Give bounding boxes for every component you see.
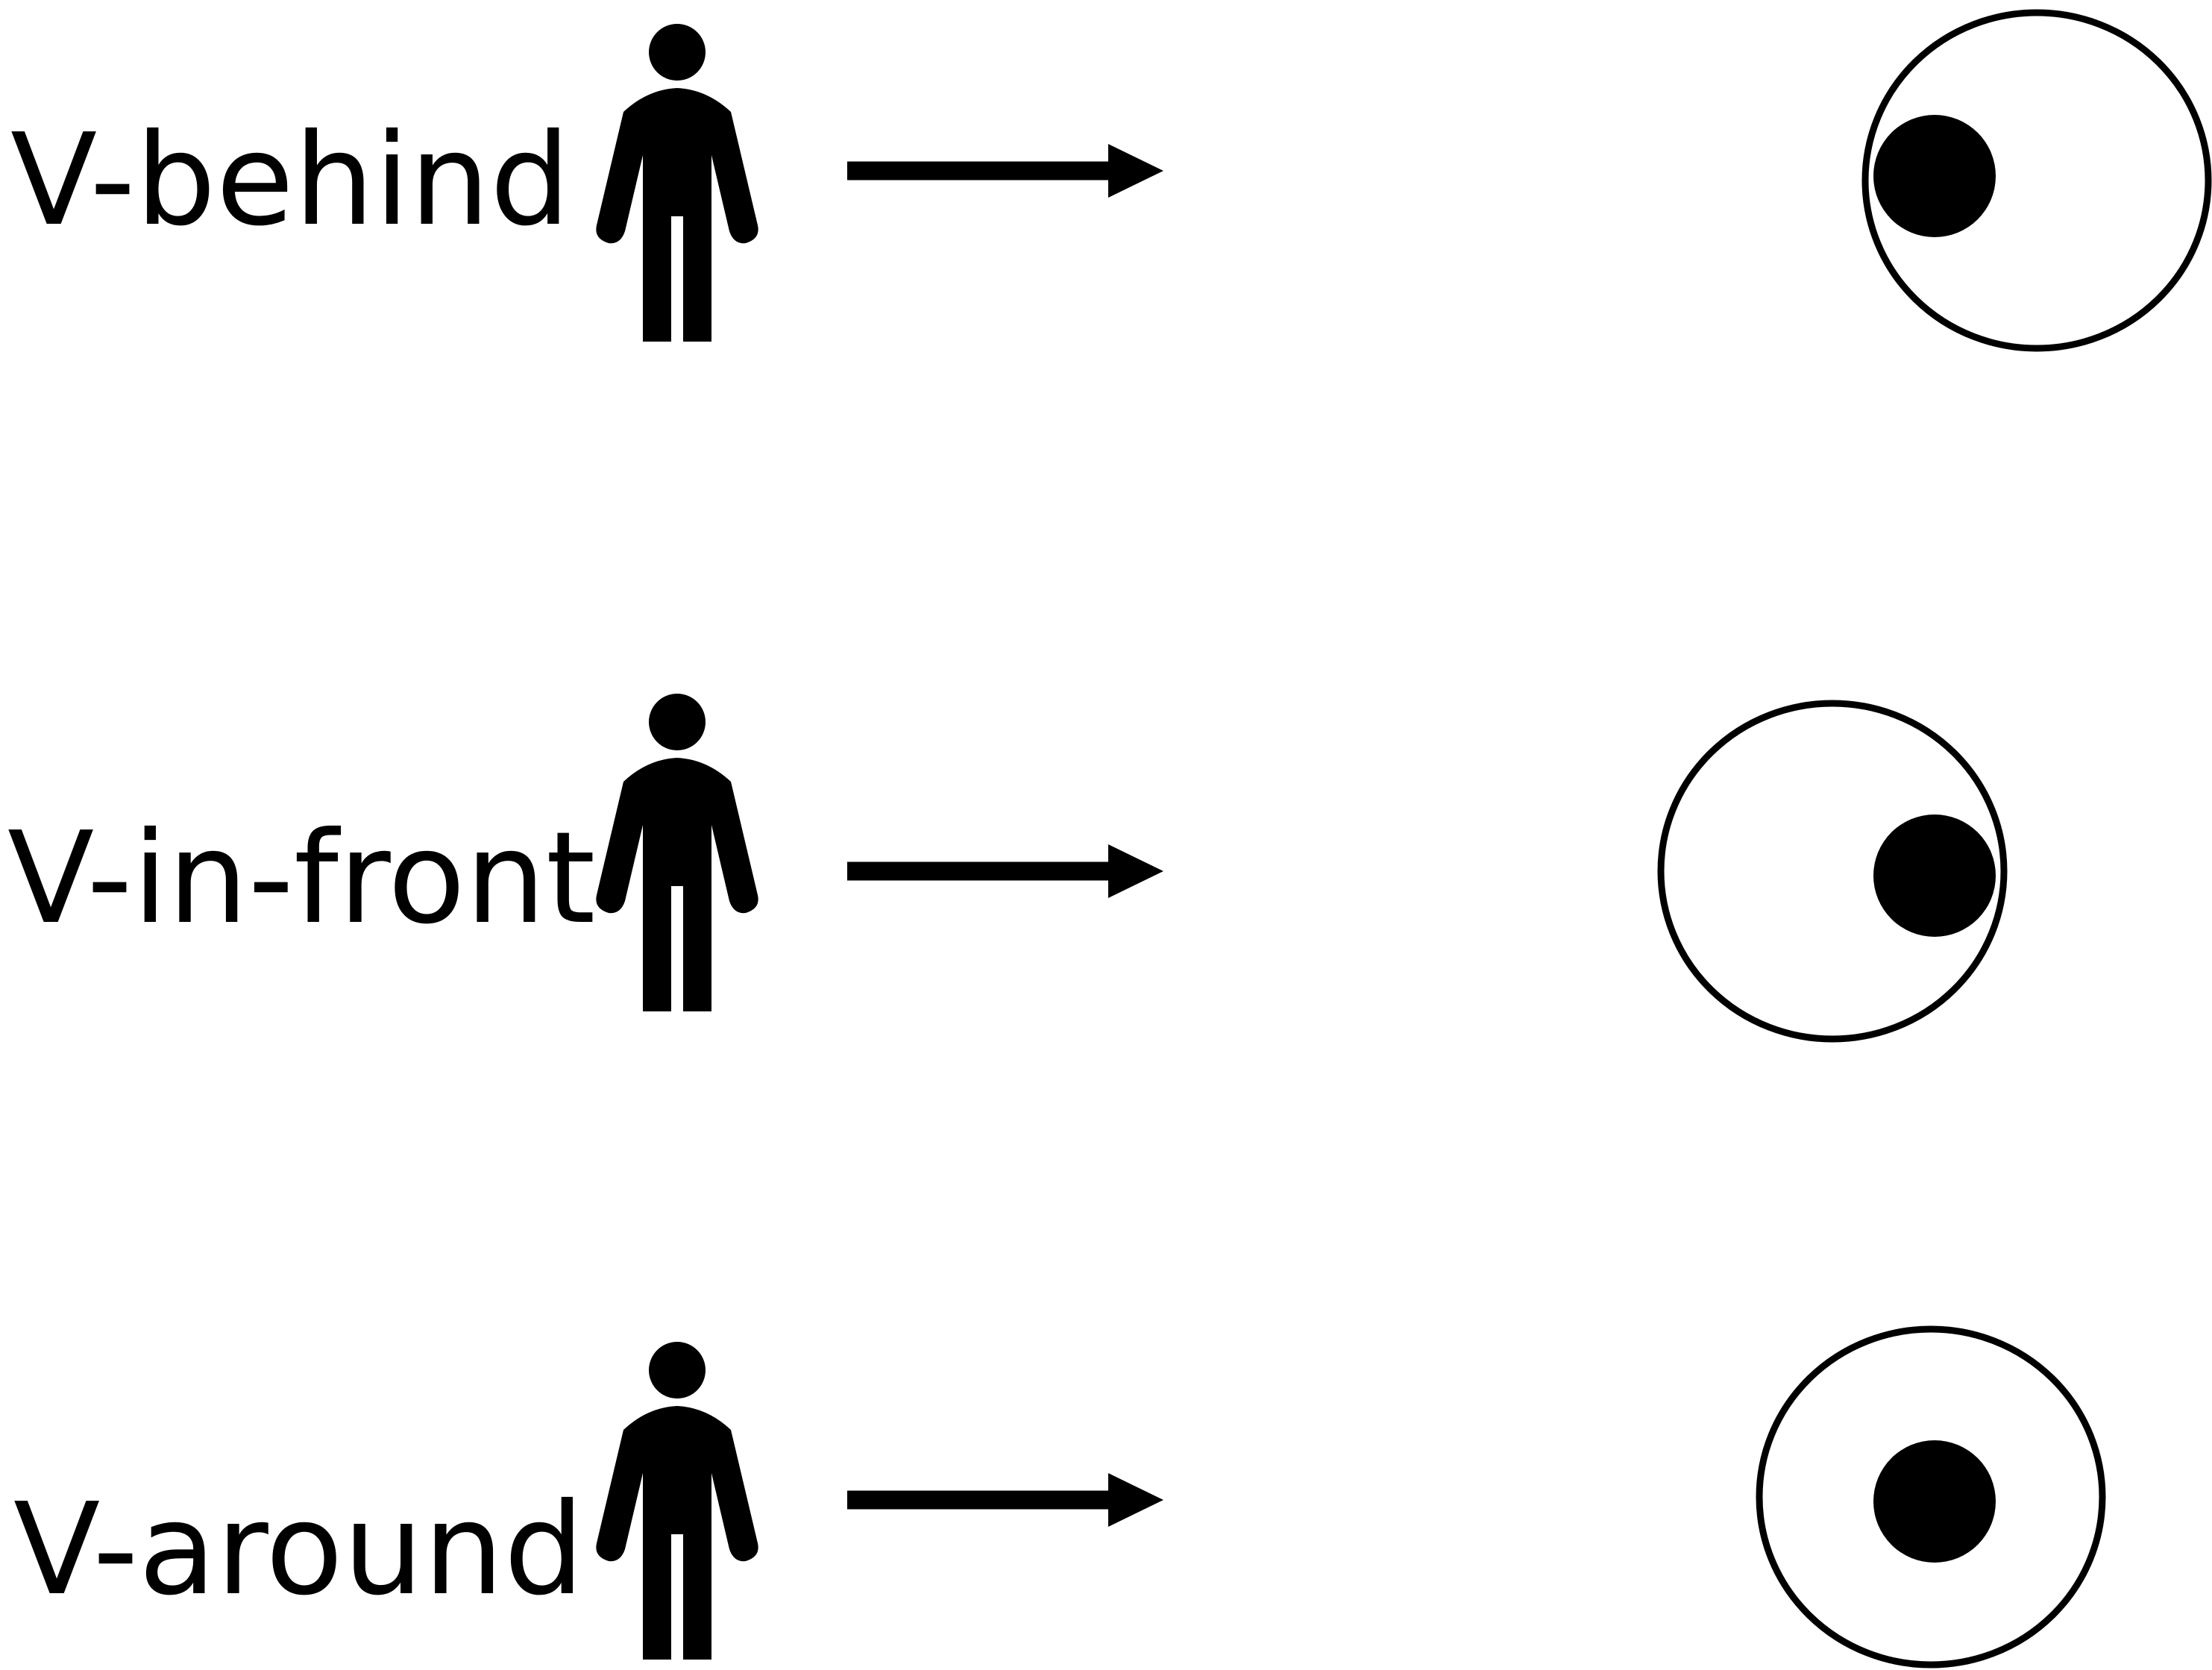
row-v-in-front: V-in-front (7, 694, 2008, 1043)
row-label-v-around: V-around (13, 1476, 584, 1624)
row-label-v-in-front: V-in-front (7, 805, 595, 952)
outer-circle (1756, 1325, 2106, 1669)
row-v-around: V-around (13, 1325, 2106, 1669)
inner-dot (1873, 115, 1996, 237)
person-icon (596, 1342, 758, 1660)
person-icon (596, 24, 758, 342)
circle-with-dot-icon (1756, 1325, 2106, 1669)
row-label-v-behind: V-behind (10, 107, 571, 254)
outer-circle (1657, 700, 2008, 1043)
arrow-right-icon (847, 144, 1163, 198)
inner-dot (1873, 814, 1996, 937)
arrow-right-icon (847, 1473, 1163, 1527)
inner-dot (1873, 1440, 1996, 1563)
row-v-behind: V-behind (10, 9, 2212, 352)
outer-circle (1861, 9, 2212, 352)
person-icon (596, 694, 758, 1011)
circle-with-dot-icon (1657, 700, 2008, 1043)
arrow-right-icon (847, 844, 1163, 898)
circle-with-dot-icon (1861, 9, 2212, 352)
